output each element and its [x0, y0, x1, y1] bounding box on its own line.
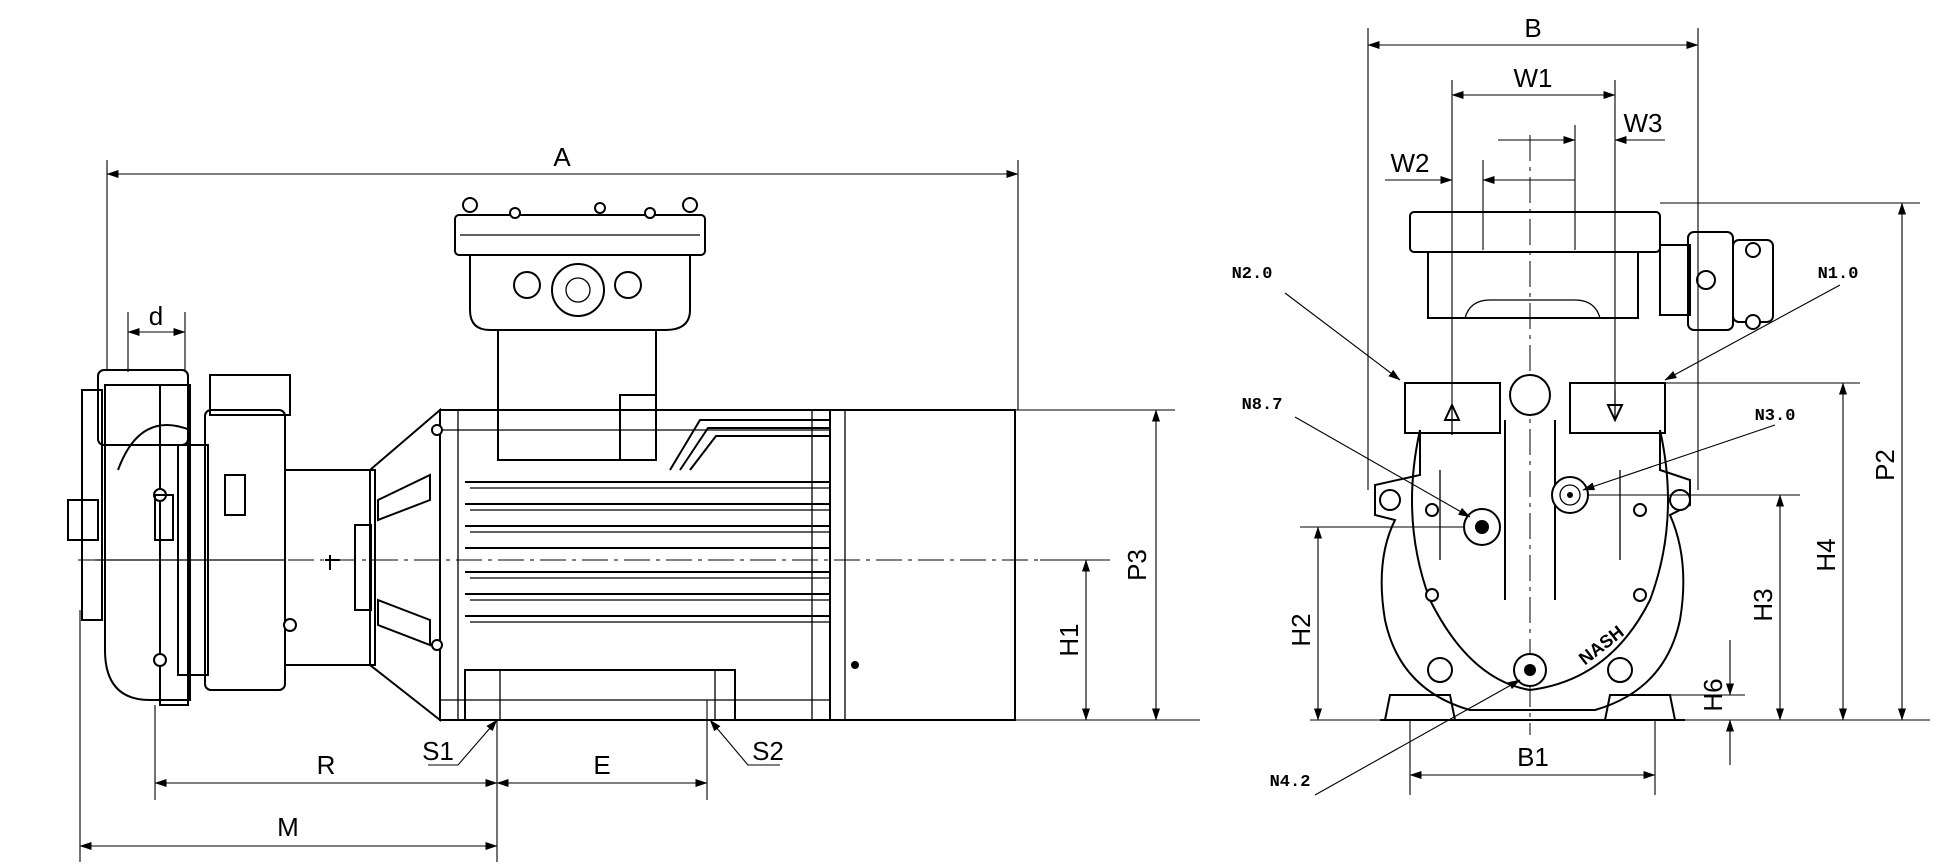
dim-label-h3: H3: [1748, 588, 1778, 621]
dim-label-b: B: [1524, 13, 1541, 43]
dim-label-r: R: [317, 750, 336, 780]
pump-casing: [67, 369, 297, 706]
conn-label-n8-7: N8.7: [1242, 396, 1283, 415]
side-view: d A H1 P3 R E S1 S2 M: [67, 142, 1200, 862]
dim-label-p3: P3: [1122, 549, 1152, 581]
dim-label-e: E: [593, 750, 610, 780]
conn-label-n2-0: N2.0: [1232, 265, 1273, 284]
dim-label-p2: P2: [1870, 449, 1900, 481]
end-terminal-box: [1409, 211, 1774, 331]
motor-body: [439, 409, 1016, 721]
dim-label-w2: W2: [1391, 148, 1430, 178]
dim-label-h4: H4: [1811, 538, 1841, 571]
end-flanges: [1404, 382, 1666, 435]
dim-label-w1: W1: [1514, 63, 1553, 93]
dim-label-h6: H6: [1698, 678, 1728, 711]
dim-label-a: A: [553, 142, 571, 172]
dim-label-s1: S1: [422, 736, 454, 766]
dim-label-h1: H1: [1054, 623, 1084, 656]
dim-label-w3: W3: [1624, 108, 1663, 138]
dim-label-m: M: [277, 812, 299, 842]
dim-label-b1: B1: [1517, 742, 1549, 772]
end-view: NASH B W1 W3 W2 N2.0 N1.0 N8.7 N3.0 N4.2: [1232, 13, 1930, 796]
dim-label-h2: H2: [1286, 613, 1316, 646]
dim-label-s2: S2: [752, 736, 784, 766]
pump-bracket: [284, 407, 443, 723]
terminal-box: [454, 197, 706, 461]
end-pump-body: NASH: [1310, 374, 1930, 721]
conn-label-n3-0: N3.0: [1755, 407, 1796, 426]
conn-label-n1-0: N1.0: [1818, 265, 1859, 284]
conn-label-n4-2: N4.2: [1270, 773, 1311, 792]
dim-label-d: d: [149, 301, 163, 331]
